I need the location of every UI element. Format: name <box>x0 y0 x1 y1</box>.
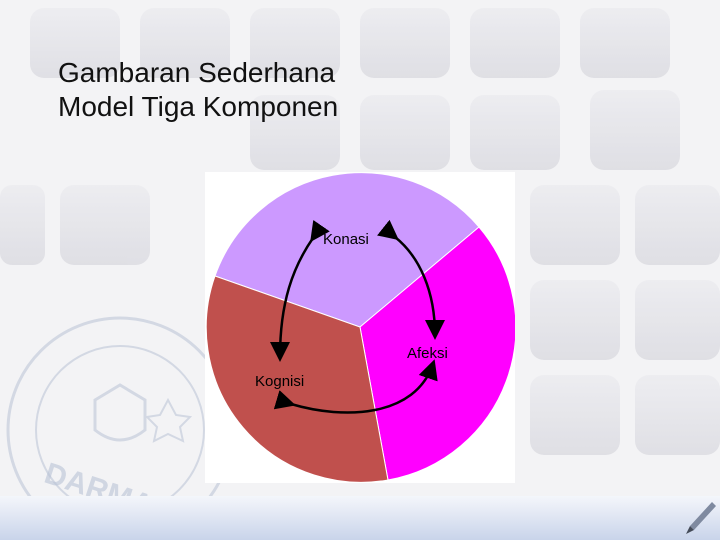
slide-title-line-2: Model Tiga Komponen <box>58 91 339 122</box>
arrow-konasi-kognisi <box>270 219 330 362</box>
arrow-konasi-afeksi <box>377 219 445 340</box>
label-konasi: Konasi <box>323 231 369 248</box>
pie-segment-afeksi <box>359 226 515 481</box>
three-component-diagram: Konasi Afeksi Kognisi <box>205 172 515 483</box>
arrow-kognisi-afeksi <box>273 359 438 414</box>
label-afeksi: Afeksi <box>407 345 448 362</box>
diagram-svg: Konasi Afeksi Kognisi <box>205 172 515 483</box>
slide-title-line-1: Gambaran Sederhana <box>58 57 336 88</box>
footer-band <box>0 496 720 540</box>
slide-title: Gambaran Sederhana Model Tiga Komponen <box>58 56 338 124</box>
label-kognisi: Kognisi <box>255 373 304 390</box>
